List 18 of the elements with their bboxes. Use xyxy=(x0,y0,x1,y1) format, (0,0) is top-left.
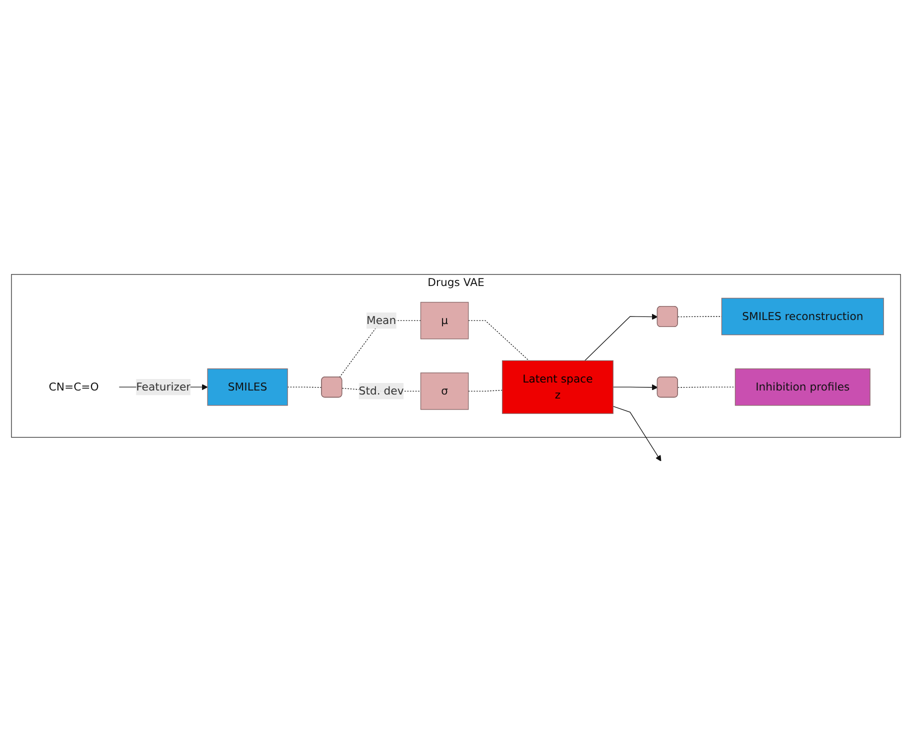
connector xyxy=(468,320,530,362)
arrow xyxy=(612,406,662,462)
node-box: σ xyxy=(420,372,469,410)
arrow xyxy=(584,314,658,362)
edge-label: Std. dev xyxy=(358,384,404,398)
node-box: μ xyxy=(420,302,469,340)
edge-label: Featurizer xyxy=(136,380,191,394)
arrow xyxy=(612,384,658,390)
node-box: SMILES reconstruction xyxy=(721,298,884,336)
node-box: Inhibition profiles xyxy=(734,368,870,406)
node-box: SMILES xyxy=(207,368,288,406)
connector xyxy=(678,316,722,318)
edge-label: Mean xyxy=(366,314,396,327)
connector xyxy=(468,390,503,392)
connector xyxy=(678,386,736,388)
connector xyxy=(287,386,322,388)
node-box: Latent space z xyxy=(502,360,614,414)
node-text: CN=C=O xyxy=(48,380,99,394)
